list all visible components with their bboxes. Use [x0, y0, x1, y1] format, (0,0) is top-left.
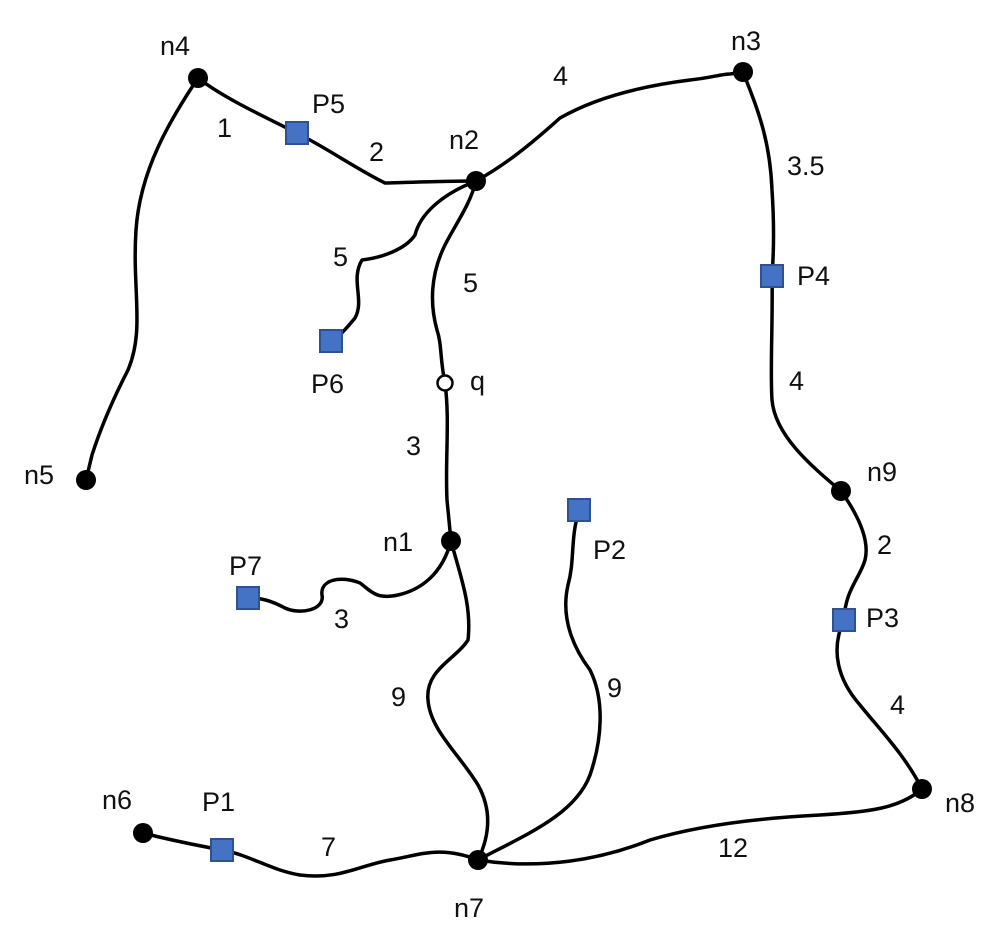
node-n5: [76, 470, 96, 490]
edge-weights: 1 2 4 3.5 4 2 4 5 5 3 3 9 9 7 12: [217, 61, 905, 863]
node-labels: n1 n2 n3 n4 n5 n6 n7 n8 n9 q: [24, 26, 975, 923]
label-n6: n6: [102, 785, 132, 815]
label-p4: P4: [797, 261, 830, 291]
edge-p5-n2: [295, 131, 478, 185]
weight-p2-n7: 9: [607, 673, 622, 703]
weight-n3-p4: 3.5: [787, 151, 825, 181]
weight-p5-n2: 2: [369, 137, 384, 167]
weight-p4-n9: 4: [789, 366, 804, 396]
nodes: [76, 62, 932, 870]
query-point-q: [436, 374, 454, 392]
label-p2: P2: [593, 535, 626, 565]
edge-n2-n3: [474, 70, 745, 183]
edge-p4-n9: [769, 274, 843, 493]
label-p5: P5: [312, 89, 345, 119]
poi-p3: [832, 608, 856, 632]
label-n9: n9: [867, 457, 897, 487]
edge-p2-n7: [476, 508, 602, 862]
weight-n9-p3: 2: [877, 530, 892, 560]
edge-n2-p6: [329, 179, 478, 343]
poi-p1: [210, 838, 234, 862]
node-n7: [468, 850, 488, 870]
label-n8: n8: [945, 788, 975, 818]
weight-n2-n3: 4: [553, 61, 568, 91]
label-n4: n4: [160, 31, 190, 61]
label-n3: n3: [731, 26, 761, 56]
node-n8: [912, 779, 932, 799]
label-p3: P3: [866, 603, 899, 633]
poi-labels: P1 P2 P3 P4 P5 P6 P7: [202, 89, 899, 817]
node-n6: [133, 823, 153, 843]
poi-p6: [319, 329, 343, 353]
edge-n4-p5: [196, 76, 299, 135]
label-n5: n5: [24, 460, 54, 490]
edge-n1-p7: [248, 539, 453, 613]
node-n4: [188, 68, 208, 88]
edge-q-n1: [443, 381, 453, 543]
node-n1: [441, 531, 461, 551]
label-p6: P6: [311, 369, 344, 399]
weight-n7-n8: 12: [718, 833, 748, 863]
edge-n9-p3: [839, 489, 868, 622]
edge-n4-n5: [84, 76, 200, 482]
label-p1: P1: [202, 787, 235, 817]
weight-q-n1: 3: [406, 431, 421, 461]
edge-n6-n7: [141, 831, 480, 878]
poi-p7: [236, 586, 260, 610]
edge-n7-n8: [476, 787, 924, 866]
edges: [84, 70, 924, 878]
weight-n2-p6: 5: [333, 242, 348, 272]
weight-n1-n7: 9: [391, 682, 406, 712]
label-p7: P7: [229, 551, 262, 581]
weight-p3-n8: 4: [890, 690, 905, 720]
node-n9: [831, 481, 851, 501]
poi-p5: [285, 121, 309, 145]
edge-p3-n8: [835, 618, 924, 791]
edge-n2-q: [430, 179, 478, 385]
node-n2: [466, 171, 486, 191]
weight-n4-p5: 1: [217, 113, 232, 143]
label-n2: n2: [449, 125, 479, 155]
label-n7: n7: [454, 893, 484, 923]
poi-p2: [567, 498, 591, 522]
edge-n3-p4: [741, 70, 776, 278]
label-q: q: [470, 366, 485, 396]
poi-p4: [760, 264, 784, 288]
weight-n1-p7: 3: [334, 604, 349, 634]
weight-n6-n7: 7: [321, 832, 336, 862]
points-of-interest: [210, 121, 856, 862]
node-n3: [733, 62, 753, 82]
weight-n2-q: 5: [463, 268, 478, 298]
label-n1: n1: [383, 527, 413, 557]
edge-n1-n7: [426, 539, 490, 862]
